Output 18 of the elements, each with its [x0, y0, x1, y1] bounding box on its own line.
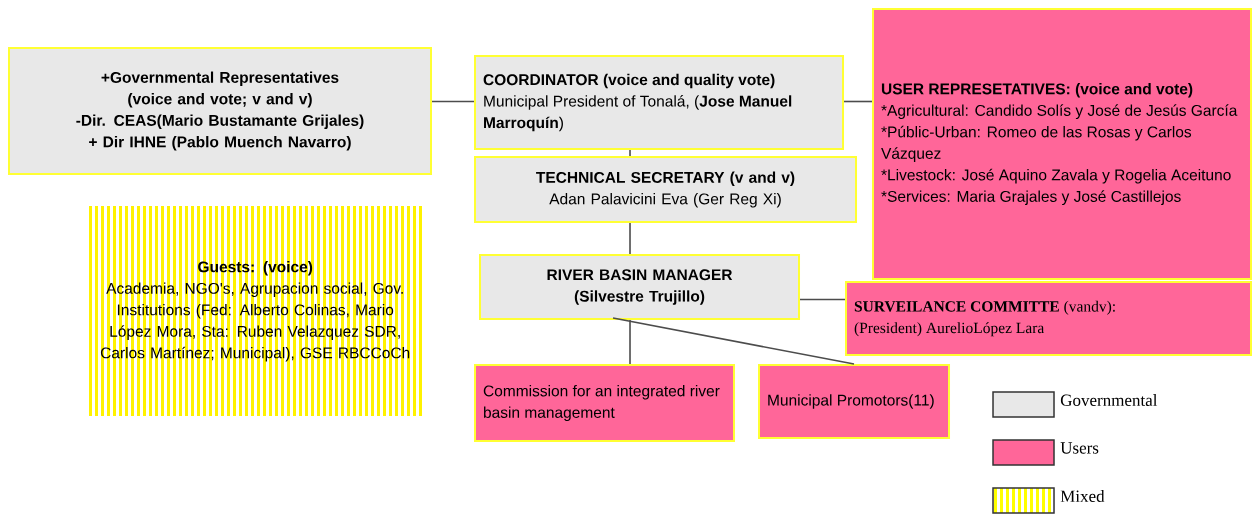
promoters-box: Municipal Promotors(11) — [758, 364, 950, 439]
legend-label: Governmental — [1060, 394, 1158, 406]
role-box: RIVER BASIN MANAGER (Silvestre Trujillo) — [479, 254, 800, 320]
connector-line — [799, 298, 846, 301]
connector-line — [612, 317, 855, 365]
legend-label: Mixed — [1060, 490, 1105, 502]
connector-line — [629, 149, 631, 157]
connector-line — [629, 319, 631, 365]
role-box: COORDINATOR (voice and quality vote) Municipal President of Tonalá, (Jose Manuel Marroquín) — [474, 55, 844, 150]
role-box: TECHNICAL SECRETARY (v and v) Adan Palavicini Eva (Ger Reg Xi) — [474, 156, 857, 223]
role-box: +Governmental Representatives (voice and vote; v and v) -Dir. CEAS(Mario Bustamante Grijales) + Dir IHNE (Pablo Muench Navarro) — [8, 47, 432, 175]
legend-label: Users — [1060, 442, 1099, 454]
commission-box: Commission for an integrated river basin management — [474, 364, 735, 442]
connector-line — [629, 222, 631, 255]
connector-line — [431, 100, 475, 103]
connector-line — [843, 100, 873, 103]
committee-box: SURVEILANCE COMMITTE (vandv): (President) AurelioLópez Lara — [845, 281, 1252, 356]
member-box: USER REPRESETATIVES: (voice and vote) *Agricultural: Candido Solís y José de Jesús García *Públic-Urban: Romeo de las Rosas y Carlos Vázquez *Livestock: José Aquino Zavala y Rogelia Aceituno *Services: Maria Grajales y José Castillejos — [872, 8, 1252, 280]
